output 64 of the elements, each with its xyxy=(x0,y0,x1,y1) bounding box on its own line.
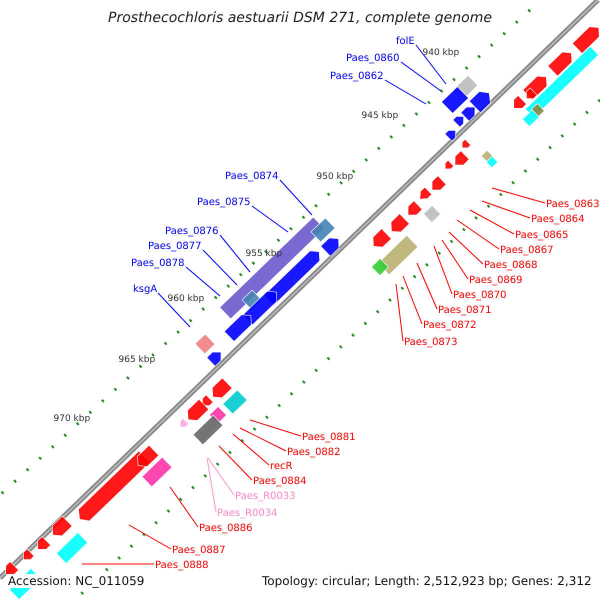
leader-line xyxy=(400,62,442,92)
scale-label: 950 kbp xyxy=(316,171,354,184)
gene-label: Paes_0884 xyxy=(253,475,307,489)
leader-line xyxy=(208,458,234,496)
leader-line xyxy=(252,206,288,232)
leader-line xyxy=(170,486,198,528)
gene-label: Paes_0862 xyxy=(330,70,384,84)
leader-line xyxy=(384,80,426,104)
gene-label: Paes_0882 xyxy=(287,446,341,460)
gene-label: Paes_0876 xyxy=(165,225,219,239)
gene-label: Paes_0860 xyxy=(346,52,400,66)
title: Prosthecochloris aestuarii DSM 271, complete genome xyxy=(107,9,493,27)
gene-label: Paes_0863 xyxy=(546,198,600,212)
leader-line xyxy=(434,246,452,294)
gene-label: Paes_0875 xyxy=(197,196,251,210)
leader-line xyxy=(470,210,514,234)
leader-line xyxy=(220,234,250,272)
gene-label: Paes_R0033 xyxy=(235,490,296,504)
leader-line xyxy=(218,446,252,480)
scale-label: 945 kbp xyxy=(362,110,398,123)
leader-line xyxy=(402,276,422,324)
leader-line xyxy=(416,262,438,310)
leader-line xyxy=(158,292,190,328)
leader-line xyxy=(206,458,216,512)
leader-line xyxy=(482,200,530,218)
gene-label: Paes_0869 xyxy=(469,274,523,288)
gene-label: Paes_0868 xyxy=(484,259,538,273)
gene-label: Paes_0887 xyxy=(172,544,226,558)
scale-label: 965 kbp xyxy=(118,354,156,367)
gene-label: recR xyxy=(270,460,292,474)
gene-label: Paes_0881 xyxy=(302,431,356,445)
gene-label: Paes_0888 xyxy=(155,559,209,573)
genome-summary-text: Topology: circular; Length: 2,512,923 bp; Genes: 2,312 xyxy=(262,574,592,588)
leader-line xyxy=(128,524,172,550)
gene-label: Paes_0865 xyxy=(515,229,569,243)
gene-label: Paes_0886 xyxy=(199,522,253,536)
leader-line xyxy=(250,420,302,436)
leader-line xyxy=(280,180,312,216)
gene-label: Paes_0864 xyxy=(531,213,585,227)
leader-line xyxy=(456,220,500,250)
leader-line xyxy=(492,188,546,204)
gene-label: Paes_R0034 xyxy=(217,507,278,521)
gene-label: Paes_0873 xyxy=(404,336,458,350)
leader-line xyxy=(396,284,404,342)
gene-label: Paes_0878 xyxy=(131,257,185,271)
gene-label: Paes_0877 xyxy=(148,240,202,254)
gene-label: ksgA xyxy=(133,283,158,297)
gene-label: Paes_0870 xyxy=(453,289,507,303)
gene-label: Paes_0874 xyxy=(225,170,279,184)
leader-line xyxy=(186,266,220,296)
scale-label: 960 kbp xyxy=(168,293,204,306)
gene-label: folE xyxy=(396,35,415,49)
accession-text: Accession: NC_011059 xyxy=(8,574,144,588)
gene-label: Paes_0867 xyxy=(500,244,554,258)
leader-line xyxy=(448,232,484,264)
leader-line xyxy=(202,250,238,286)
leader-line xyxy=(240,428,286,452)
leader-line xyxy=(442,240,468,280)
scale-label: 940 kbp xyxy=(422,47,460,60)
gene-label: Paes_0872 xyxy=(423,319,477,333)
scale-label: 970 kbp xyxy=(54,413,90,426)
gene-label: Paes_0871 xyxy=(438,304,492,318)
leader-line xyxy=(232,434,270,466)
leader-line xyxy=(416,44,446,84)
